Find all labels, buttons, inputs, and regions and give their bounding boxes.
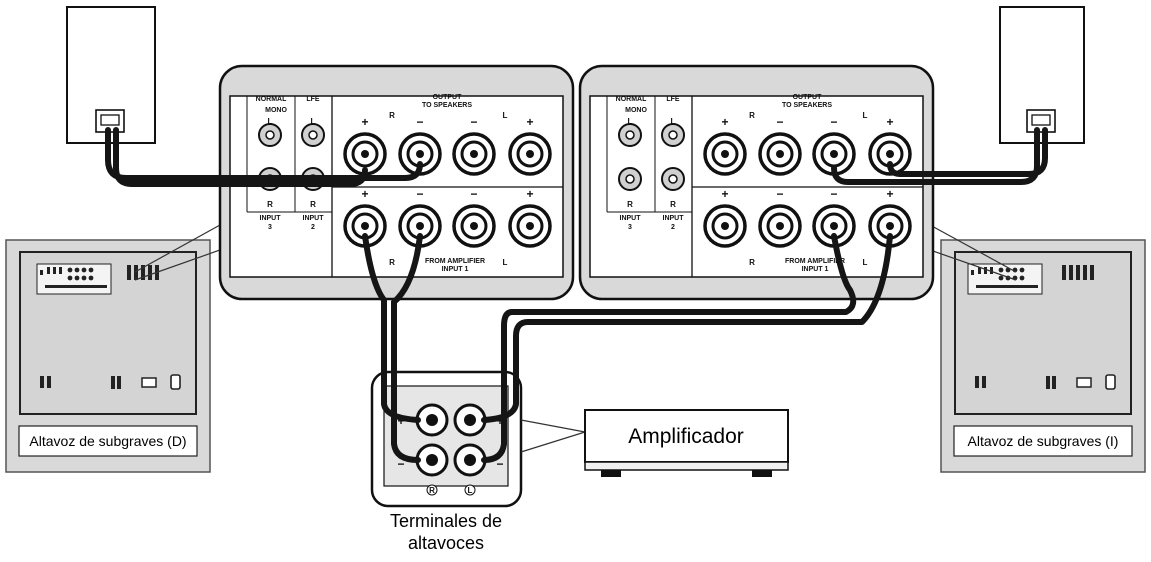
label-ch-r: R [627,200,633,209]
label-input2-num: 2 [671,224,675,231]
label-to-speakers: TO SPEAKERS [422,102,472,109]
label-lfe: LFE [666,96,680,103]
speaker-terminals [343,132,552,248]
sign-plus: + [526,115,533,129]
amplifier-speaker-terminals: + + − − R L [370,370,523,508]
label-input1: INPUT 1 [802,266,829,273]
label-normal: NORMAL [256,96,287,103]
label-input3: INPUT [260,215,282,222]
sign-minus: − [830,115,837,129]
sign-minus: − [416,187,423,201]
rca-jacks [618,123,685,191]
sign-plus: + [721,115,728,129]
cable-speaker-left-to-output-minus [831,127,1040,185]
label-ch-r: R [389,111,395,120]
label-input2: INPUT [663,215,685,222]
label-input2: INPUT [303,215,325,222]
sign-plus: + [721,187,728,201]
speaker-right-main [66,6,156,144]
label-from-amplifier: FROM AMPLIFIER [425,258,485,265]
amplifier-label: Amplificador [628,425,744,448]
sign-minus: − [416,115,423,129]
label-input1: INPUT 1 [442,266,469,273]
sign-plus: + [886,115,893,129]
cable-speaker-right-to-output-plus [113,127,368,187]
label-ch-r: R [267,200,273,209]
speaker-terminals [703,132,912,248]
label-ch-l: L [863,258,868,267]
sign-plus: + [886,187,893,201]
label-ch-l: L [268,117,273,126]
sign-plus: + [496,414,503,428]
terminal-panel-left-sub: NORMAL MONO LFE OUTPUT TO SPEAKERS INPUT… [578,64,935,301]
label-input2-num: 2 [311,224,315,231]
cable-speaker-left-to-output [887,127,1048,177]
sign-minus: − [397,457,404,471]
cable-amp-r-minus [391,233,423,463]
label-ch-r: R [749,258,755,267]
label-to-speakers: TO SPEAKERS [782,102,832,109]
sign-minus: − [470,115,477,129]
subwoofer-right-label: Altavoz de subgraves (D) [29,433,186,449]
sign-minus: − [470,187,477,201]
subwoofer-left-label: Altavoz de subgraves (I) [968,433,1119,449]
cable-speaker-right-to-output [105,127,423,181]
label-ch-l: L [468,486,473,495]
label-ch-l: L [503,111,508,120]
label-ch-l: L [503,258,508,267]
subwoofer-right-rear: Altavoz de subgraves (D) [5,239,211,473]
label-mono: MONO [625,107,647,114]
label-input3-num: 3 [268,224,272,231]
label-ch-r: R [670,200,676,209]
sign-plus: + [397,414,404,428]
cable-amp-r-plus [362,233,421,423]
sign-plus: + [361,187,368,201]
sign-minus: − [830,187,837,201]
cable-amp-l-minus [481,233,857,463]
speaker-cables [105,127,1048,463]
amplifier-callout-lines [520,419,586,453]
label-output: OUTPUT [793,94,823,101]
label-lfe: LFE [306,96,320,103]
cable-amp-l-plus [481,233,893,423]
label-input3: INPUT [620,215,642,222]
sign-plus: + [361,115,368,129]
label-from-amplifier: FROM AMPLIFIER [785,258,845,265]
subwoofer-left-rear: Altavoz de subgraves (I) [940,239,1146,473]
label-ch-l: L [863,111,868,120]
label-ch-r: R [310,200,316,209]
speaker-left-main [999,6,1085,144]
amplifier-unit: Amplificador [584,409,789,477]
label-ch-l: L [311,117,316,126]
terminal-panel-right-sub: NORMAL MONO LFE OUTPUT TO SPEAKERS INPUT… [218,64,575,301]
terminals-label-line1: Terminales de [390,511,502,531]
terminals-label-line2: altavoces [408,533,484,553]
sign-minus: − [496,457,503,471]
label-ch-r: R [389,258,395,267]
sign-minus: − [776,115,783,129]
label-normal: NORMAL [616,96,647,103]
sign-minus: − [776,187,783,201]
label-ch-l: L [628,117,633,126]
label-ch-r: R [749,111,755,120]
label-input3-num: 3 [628,224,632,231]
label-mono: MONO [265,107,287,114]
label-ch-l: L [671,117,676,126]
label-output: OUTPUT [433,94,463,101]
sign-plus: + [526,187,533,201]
label-ch-r: R [429,486,435,495]
